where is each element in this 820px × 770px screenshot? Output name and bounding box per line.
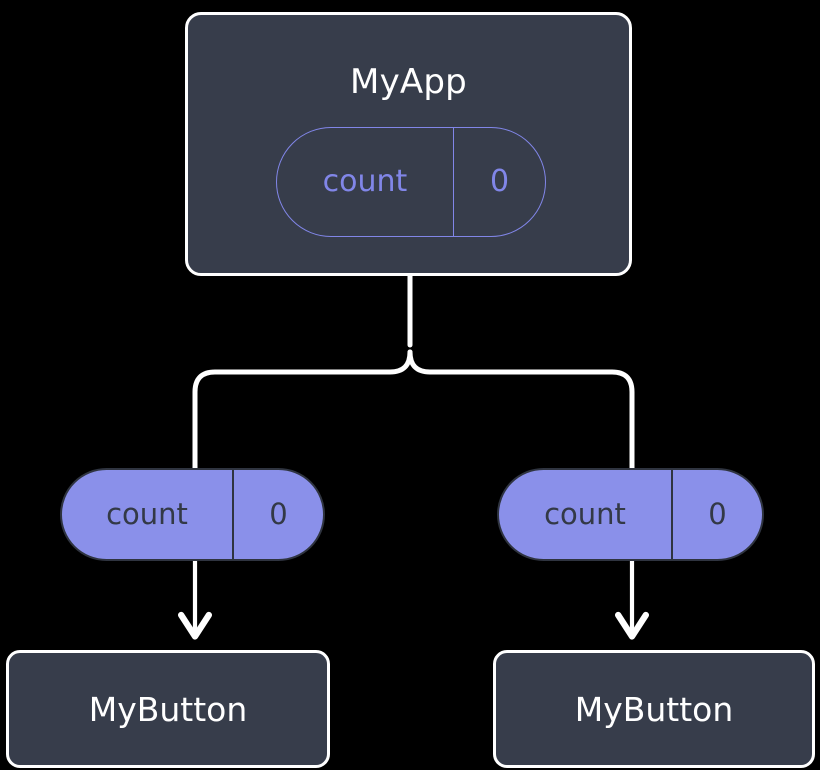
- prop-pill-count-right[interactable]: count 0: [497, 468, 764, 561]
- state-pill-key: count: [322, 164, 408, 199]
- state-pill-count[interactable]: count 0: [276, 127, 546, 237]
- connector-branch-left: [192, 349, 413, 471]
- component-title-mybutton-right: MyButton: [574, 689, 734, 729]
- prop-pill-key-left: count: [106, 497, 188, 531]
- prop-pill-value-right: 0: [671, 470, 762, 559]
- component-node-mybutton-right[interactable]: MyButton: [493, 650, 815, 768]
- component-node-mybutton-left[interactable]: MyButton: [6, 650, 330, 768]
- prop-pill-key-right: count: [544, 497, 626, 531]
- state-pill-value: 0: [453, 128, 545, 236]
- connector-branch-right: [407, 349, 635, 471]
- prop-pill-count-left[interactable]: count 0: [60, 468, 325, 561]
- component-title-mybutton-left: MyButton: [88, 689, 248, 729]
- component-title-myapp: MyApp: [350, 62, 467, 102]
- prop-pill-value-left: 0: [232, 470, 323, 559]
